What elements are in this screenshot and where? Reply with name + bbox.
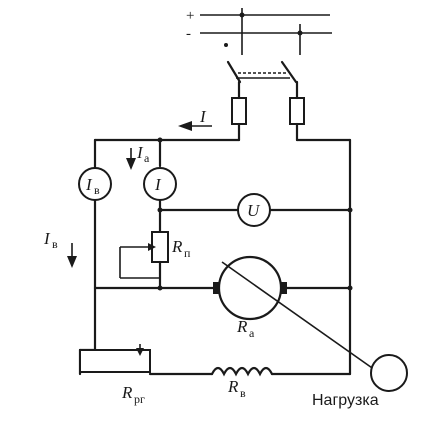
armature-resistance-sub: a: [249, 326, 255, 340]
starting-rheostat-sub: п: [184, 246, 191, 260]
armature-current-arrow: [126, 158, 136, 170]
starting-rheostat-label: R: [171, 237, 183, 256]
field-ammeter-label: I: [85, 175, 93, 194]
field-winding-label: R: [227, 377, 239, 396]
field-winding-sub: в: [240, 386, 246, 400]
load: [370, 354, 408, 392]
brush-left: [213, 282, 220, 294]
field-current-arrow: [67, 256, 77, 268]
fuse-left: [231, 97, 247, 125]
field-regulator-label: R: [121, 383, 133, 402]
field-ammeter-sub: в: [94, 183, 100, 197]
brush-right: [280, 282, 287, 294]
field-winding: [210, 366, 274, 377]
armature-current-sub: a: [144, 151, 150, 165]
armature-resistance-label: R: [236, 317, 248, 336]
field-regulator-sub: рг: [134, 392, 145, 406]
armature-current-label: I: [136, 143, 144, 162]
supply-plus-sign: +: [186, 8, 194, 24]
line-ammeter-label: I: [154, 175, 162, 194]
fuse-right: [289, 97, 305, 125]
knife-switch: [224, 43, 298, 84]
voltmeter-label: U: [247, 201, 261, 220]
line-current-label: I: [199, 107, 207, 126]
field-current-label: I: [43, 229, 51, 248]
load-label: Нагрузка: [312, 392, 379, 409]
line-current-arrow: [178, 121, 192, 131]
field-current-sub: в: [52, 237, 58, 251]
field-regulator: [79, 349, 151, 373]
supply-minus-sign: -: [186, 26, 191, 42]
